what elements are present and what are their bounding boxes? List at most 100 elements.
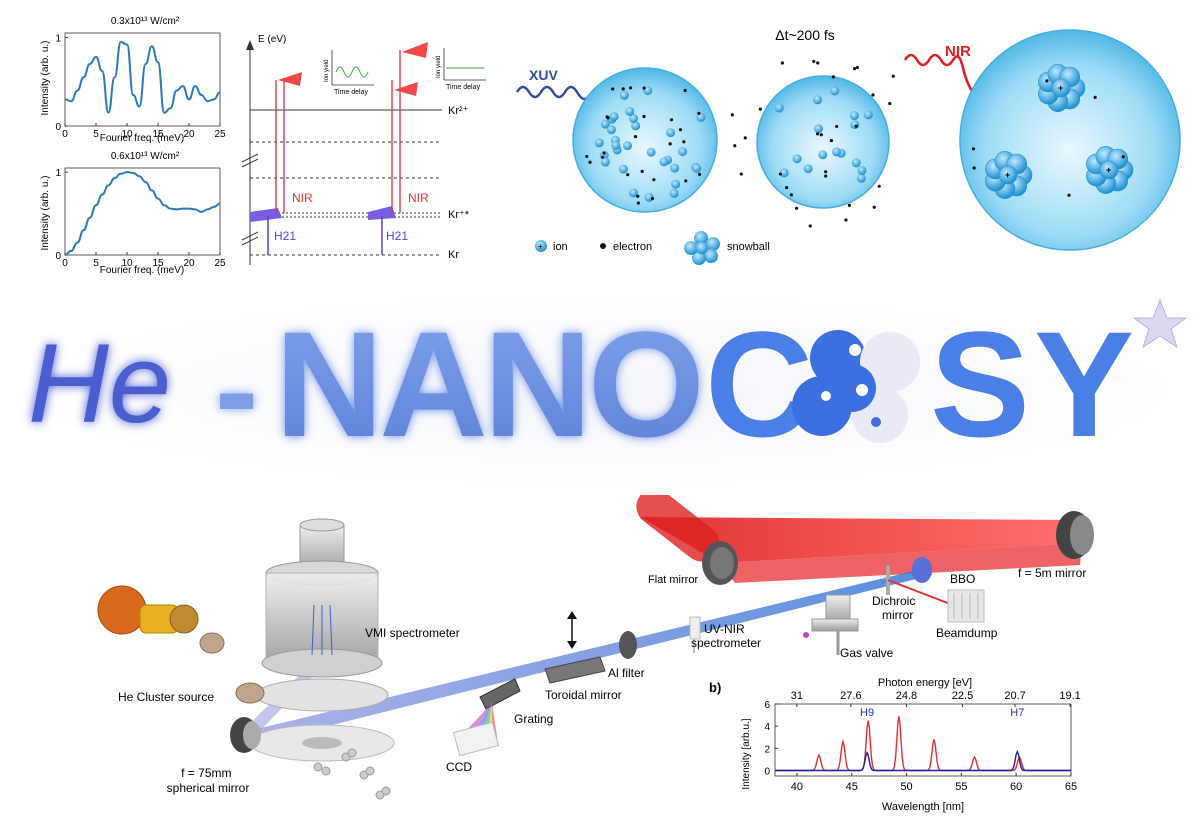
electron [642,86,646,90]
electron [733,144,737,148]
bbo-crystal-icon [912,557,932,583]
y-tick-label: 1 [55,168,61,179]
droplet-illustration: XUV Δt~200 fs NIR Δt~ns +++ + ion electr… [515,27,1181,265]
x-tick-label: 10 [121,258,133,269]
electron [605,115,609,119]
ion [857,165,867,175]
panel-label: b) [709,680,721,695]
electron [585,154,589,159]
xuv-beam [240,567,932,745]
ion [832,147,842,157]
electron [640,169,644,174]
helium-droplet [959,29,1181,251]
ion [818,150,828,160]
x-tick-label: 25 [214,258,226,269]
plot-title: 0.3x10¹³ W/cm² [111,16,180,27]
helium-droplet [756,75,890,209]
ion [611,140,621,150]
harmonic-annotation: H7 [1010,707,1024,719]
series-line [64,40,221,114]
uv-nir-spectrometer-icon [689,616,701,653]
ion [609,112,619,122]
label-bbo: BBO [950,572,975,586]
ion [813,124,823,134]
electron [855,65,859,70]
x-tick-label: 0 [62,129,68,140]
beamdump-icon [947,589,985,623]
legend-electron: electron [613,241,652,253]
x-tick-label: 20 [183,129,195,140]
ion [779,168,789,178]
logo-dash: - [215,317,258,463]
label-beamdump: Beamdump [936,626,998,640]
top-tick-label: 31 [791,690,803,702]
ion [774,103,784,113]
top-tick-label: 24.8 [896,690,917,702]
electron [778,172,782,176]
ion [628,188,638,198]
star-icon [1132,298,1188,349]
electron [697,111,701,115]
inset-y-label: Ion yield [324,60,330,82]
y-tick-label: 2 [764,744,770,755]
electron [808,224,812,228]
helium-droplet [572,67,718,213]
electron [1045,79,1049,83]
electron [730,113,734,117]
nir-label: NIR [945,43,971,60]
electron [650,196,655,201]
electron [642,114,646,119]
nir-beam-lower [720,543,1082,583]
ion [671,179,681,189]
electron [780,61,784,65]
ion [631,121,641,131]
electron [824,174,828,178]
electron [871,93,875,97]
snowball: + [1086,146,1134,194]
label-dichroic-mirror: Dichroic mirror [872,594,919,622]
svg-text:+: + [1058,83,1063,93]
ion [813,95,823,105]
ion [670,163,680,173]
snowball: + [985,151,1033,199]
electron [972,166,976,170]
ion [606,125,616,135]
top-axis-title: Photon energy [eV] [878,677,972,689]
toroidal-mirror-icon [544,656,606,684]
logo-c: C [705,300,813,468]
electron [636,201,640,205]
ion [600,157,610,167]
y-tick-label: 0 [55,251,61,262]
logo-o-snowball-icon [792,330,920,443]
label-he-cluster-source: He Cluster source [118,690,214,704]
nir-label: NIR [408,191,429,205]
electron [877,184,881,188]
ion [863,110,873,120]
energy-level-diagram: E (eV) Kr²⁺ Kr⁺* Kr H21 H21 NIR NIR [241,34,486,265]
he-cluster-source-icon [97,585,265,704]
label-vmi-spectrometer: VMI spectrometer [365,626,460,640]
x-axis-label: Fourier freq. (meV) [100,133,184,143]
electron [888,101,892,106]
electron [601,155,605,159]
label-uv-nir-spectrometer: UV-NIR spectrometer [691,622,761,650]
electron [819,133,823,137]
x-tick-label: 60 [1010,781,1022,793]
cluster-fragments [313,748,391,800]
y-axis-label: Intensity (arb. u.) [40,40,51,115]
svg-text:+: + [538,242,543,251]
h21-label: H21 [274,229,296,243]
electron [626,173,630,177]
energy-axis-label: E (eV) [258,34,286,45]
label-toroidal-mirror: Toroidal mirror [545,688,622,702]
electron-legend-icon [600,243,606,249]
top-tick-label: 20.7 [1004,690,1025,702]
x-tick-label: 45 [846,781,858,793]
al-filter-icon [619,631,637,659]
ion [850,120,860,130]
electron [854,124,858,128]
axis-break [241,158,259,168]
axis-break [241,153,259,163]
label-gas-valve: Gas valve [840,646,894,660]
